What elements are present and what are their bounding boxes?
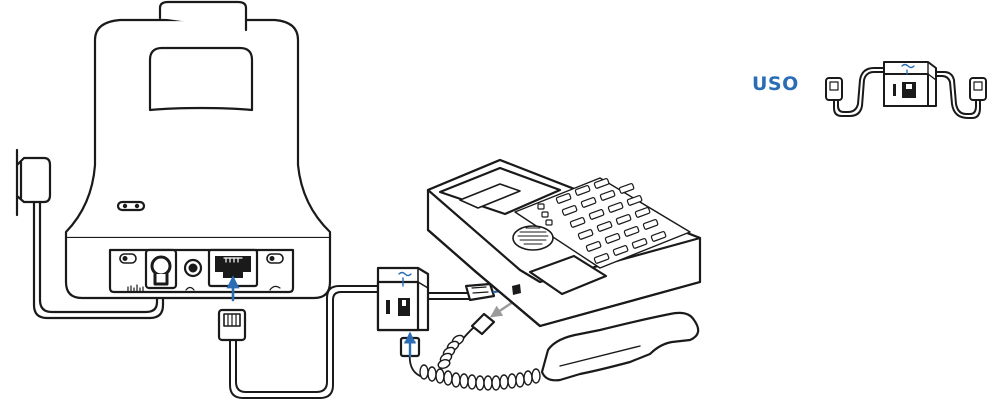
headset-logo-icon [116, 200, 146, 212]
power-cable [32, 200, 165, 320]
telephone-cable [229, 285, 381, 399]
configuration-switch-icon [266, 253, 284, 264]
modular-splitter-icon [376, 266, 430, 332]
coil-cord [419, 334, 541, 391]
desk-telephone [426, 158, 702, 328]
uso-label: USO [752, 73, 799, 95]
rj-connector-icon [464, 282, 496, 302]
power-adapter-icon [15, 148, 165, 320]
power-jack-icon [144, 248, 178, 290]
rj-connector-icon [470, 312, 496, 336]
rj-connector-icon [217, 308, 247, 342]
configuration-switch-icon [119, 253, 137, 264]
telephone-handset [540, 311, 700, 382]
headset-base-station [64, 0, 332, 300]
keypad-icon [537, 178, 667, 264]
port-labels-icon [127, 284, 281, 293]
audio-jack-icon [183, 258, 203, 278]
uso-splitter-diagram [825, 61, 987, 119]
